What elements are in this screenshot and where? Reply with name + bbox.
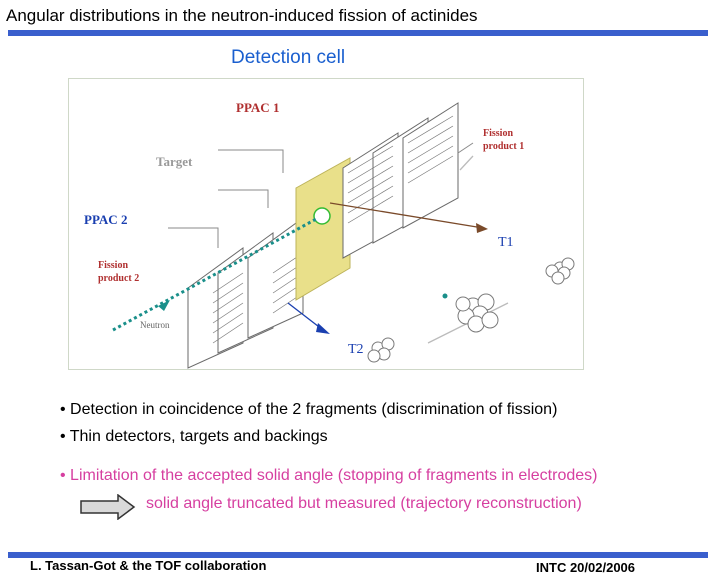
label-fission-product-2-line1: Fission [98, 260, 128, 271]
fp1-arrow [459, 155, 474, 171]
label-target: Target [156, 154, 193, 169]
neutron-arrowhead [158, 300, 170, 311]
label-fission-product-2-line2: product 2 [98, 273, 139, 284]
bullet-list: • Detection in coincidence of the 2 frag… [60, 396, 557, 450]
bullet-consequence: solid angle truncated but measured (traj… [146, 495, 582, 512]
fragment-1-track [329, 202, 484, 229]
ppac1-hatching [347, 115, 454, 224]
slide-subtitle: Detection cell [231, 47, 346, 68]
footer-author: L. Tassan-Got & the TOF collaboration [30, 558, 267, 573]
leader-lines [168, 142, 474, 248]
bullet-item-coincidence: • Detection in coincidence of the 2 frag… [60, 401, 558, 418]
footer-date: INTC 20/02/2006 [536, 560, 636, 575]
footer-divider [8, 552, 708, 558]
fragment-1-arrowhead [476, 223, 488, 233]
slide-title: Angular distributions in the neutron-ind… [6, 6, 478, 25]
small-nucleus-cluster-icon [367, 337, 395, 363]
label-fission-product-1-line1: Fission [483, 128, 513, 139]
detection-cell-diagram: PPAC 1 Target PPAC 2 Fission product 2 F… [68, 78, 584, 370]
fission-fragment-cluster-icon [545, 257, 575, 285]
neutron-beam [112, 216, 319, 332]
title-divider [8, 30, 708, 36]
bullet-item-thin-detectors: • Thin detectors, targets and backings [60, 428, 328, 445]
neutron-particle-icon [442, 293, 448, 299]
label-t2: T2 [348, 342, 364, 357]
label-t1: T1 [498, 235, 514, 250]
fragment-2-track [287, 302, 324, 331]
label-neutron: Neutron [140, 320, 170, 330]
highlight-bullet: • Limitation of the accepted solid angle… [60, 462, 597, 518]
right-arrow-icon [80, 494, 136, 520]
large-nucleus-cluster-icon [455, 293, 499, 333]
bullet-item-solid-angle-limitation: • Limitation of the accepted solid angle… [60, 467, 598, 484]
label-fission-product-1-line2: product 1 [483, 141, 524, 152]
target-foil [295, 157, 351, 301]
label-ppac2: PPAC 2 [84, 212, 127, 227]
target-spot [313, 207, 331, 225]
fragment-2-arrowhead [316, 323, 330, 334]
label-ppac1: PPAC 1 [236, 100, 279, 115]
